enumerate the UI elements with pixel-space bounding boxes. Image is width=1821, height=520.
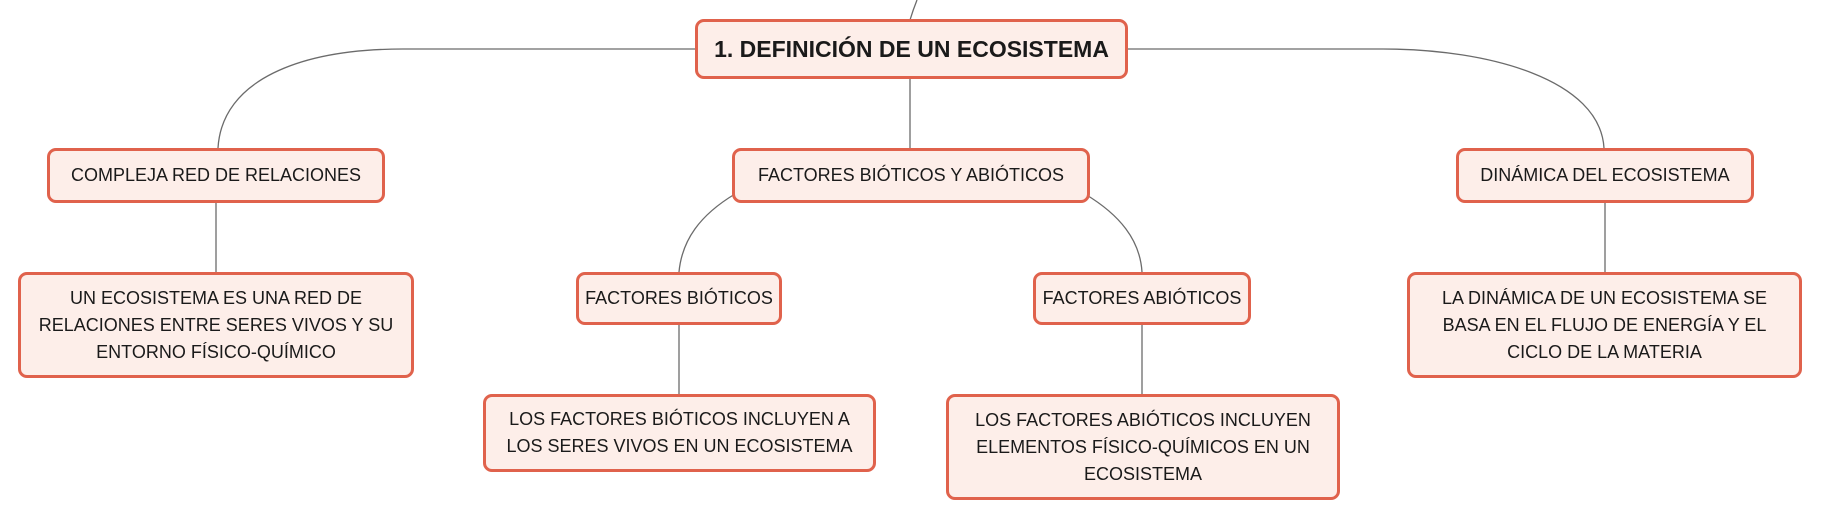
connector-root-right — [1127, 48, 1605, 149]
sub-node-label: FACTORES BIÓTICOS — [585, 288, 773, 308]
root-node[interactable]: 1. DEFINICIÓN DE UN ECOSISTEMA — [695, 19, 1128, 79]
detail-node-red-relaciones[interactable]: UN ECOSISTEMA ES UNA RED DE RELACIONES E… — [18, 272, 414, 378]
sub-node-label: FACTORES ABIÓTICOS — [1042, 288, 1242, 308]
branch-node-label: FACTORES BIÓTICOS Y ABIÓTICOS — [757, 165, 1065, 185]
connector-root-parent — [909, 0, 918, 21]
root-node-label: 1. DEFINICIÓN DE UN ECOSISTEMA — [714, 35, 1109, 62]
detail-node-text: LOS FACTORES ABIÓTICOS INCLUYEN ELEMENTO… — [975, 409, 1311, 484]
sub-node-factores-abioticos[interactable]: FACTORES ABIÓTICOS — [1033, 272, 1251, 325]
detail-node-text: LA DINÁMICA DE UN ECOSISTEMA SE BASA EN … — [1441, 287, 1768, 362]
branch-node-factores-bioticos-abioticos[interactable]: FACTORES BIÓTICOS Y ABIÓTICOS — [732, 148, 1090, 203]
branch-node-compleja-red[interactable]: COMPLEJA RED DE RELACIONES — [47, 148, 385, 203]
detail-node-dinamica[interactable]: LA DINÁMICA DE UN ECOSISTEMA SE BASA EN … — [1407, 272, 1802, 378]
branch-node-label: COMPLEJA RED DE RELACIONES — [70, 165, 362, 185]
connector-center-bioticos — [678, 193, 736, 273]
sub-node-factores-bioticos[interactable]: FACTORES BIÓTICOS — [576, 272, 782, 325]
detail-node-abioticos[interactable]: LOS FACTORES ABIÓTICOS INCLUYEN ELEMENTO… — [946, 394, 1340, 500]
detail-node-text: LOS FACTORES BIÓTICOS INCLUYEN A LOS SER… — [506, 409, 853, 456]
detail-node-bioticos[interactable]: LOS FACTORES BIÓTICOS INCLUYEN A LOS SER… — [483, 394, 876, 472]
connector-center-abioticos — [1084, 193, 1143, 273]
connector-root-left — [217, 48, 695, 149]
branch-node-dinamica[interactable]: DINÁMICA DEL ECOSISTEMA — [1456, 148, 1754, 203]
branch-node-label: DINÁMICA DEL ECOSISTEMA — [1480, 165, 1730, 185]
detail-node-text: UN ECOSISTEMA ES UNA RED DE RELACIONES E… — [38, 287, 394, 362]
